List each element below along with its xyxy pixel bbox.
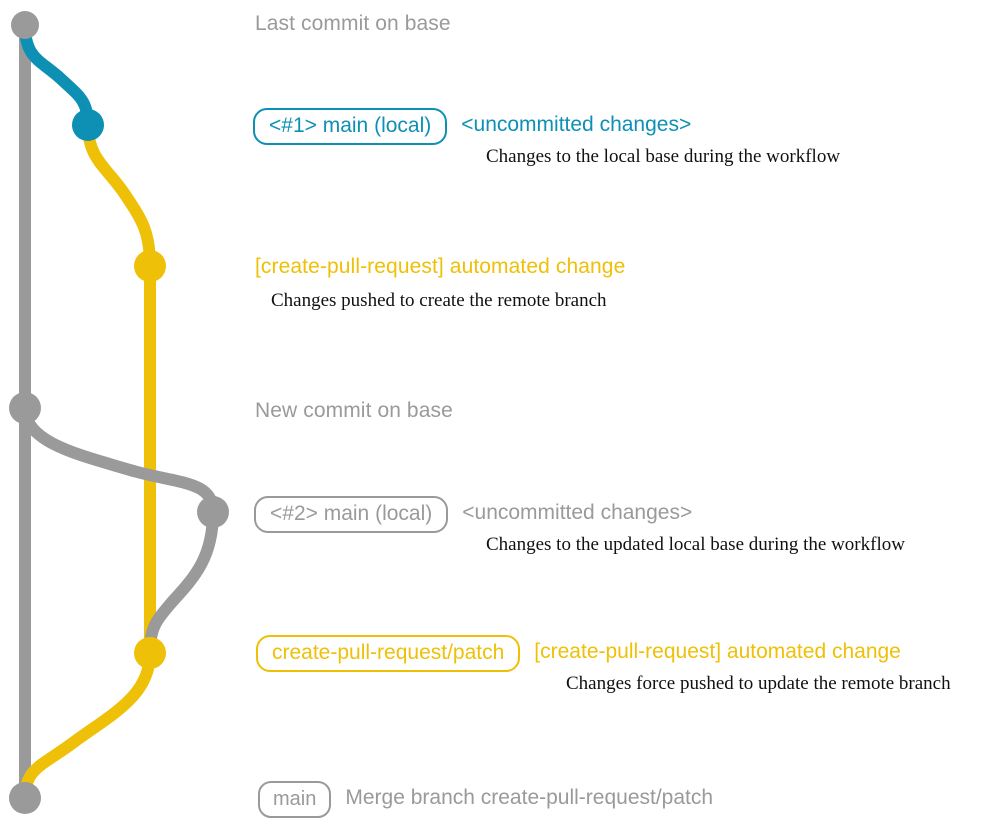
commit-message-local-1: <uncommitted changes>: [461, 113, 692, 136]
commit-subtext-patch-force: Changes force pushed to update the remot…: [566, 673, 951, 694]
edge-patchforce-to-merge: [19, 647, 156, 804]
commit-message-base-merge: Merge branch create-pull-request/patch: [345, 786, 714, 809]
commit-message-patch-force: [create-pull-request] automated change: [534, 640, 901, 663]
commit-row-local-1: <#1> main (local) <uncommitted changes>: [253, 108, 691, 145]
edge-base-to-local1: [19, 19, 94, 131]
commit-message-local-2: <uncommitted changes>: [462, 501, 693, 524]
commit-row-base-last: Last commit on base: [255, 11, 451, 37]
commit-row-base-new: New commit on base: [255, 398, 453, 424]
commit-node-patch-create: [134, 250, 166, 282]
commit-row-patch-force: create-pull-request/patch [create-pull-r…: [256, 635, 901, 672]
ref-chip-patch-force[interactable]: create-pull-request/patch: [256, 635, 521, 672]
commit-row-local-2: <#2> main (local) <uncommitted changes>: [254, 496, 692, 533]
ref-chip-local-1[interactable]: <#1> main (local): [253, 108, 448, 145]
edge-local1-to-patch-create: [82, 119, 156, 272]
commit-node-local-2: [197, 496, 229, 528]
commit-nodes: [9, 11, 229, 814]
commit-subtext-patch-create: Changes pushed to create the remote bran…: [271, 290, 607, 311]
commit-subtext-local-1: Changes to the local base during the wor…: [486, 146, 841, 167]
commit-node-base-last: [11, 11, 39, 39]
commit-node-patch-force: [134, 637, 166, 669]
commit-headline-base-new: New commit on base: [255, 399, 453, 422]
commit-headline-patch-create: [create-pull-request] automated change: [255, 255, 626, 278]
commit-headline-base-last: Last commit on base: [255, 12, 451, 35]
commit-subtext-local-2: Changes to the updated local base during…: [486, 534, 905, 555]
commit-node-base-merge: [9, 782, 41, 814]
ref-chip-local-2[interactable]: <#2> main (local): [254, 496, 449, 533]
ref-chip-main[interactable]: main: [258, 781, 332, 818]
commit-row-base-merge: main Merge branch create-pull-request/pa…: [258, 781, 713, 818]
edge-basenew-to-local2: [19, 402, 219, 518]
commit-node-base-new: [9, 392, 41, 424]
edge-local2-to-patchforce: [144, 506, 219, 659]
commit-node-local-1: [72, 109, 104, 141]
commit-row-patch-create: [create-pull-request] automated change: [255, 254, 625, 280]
